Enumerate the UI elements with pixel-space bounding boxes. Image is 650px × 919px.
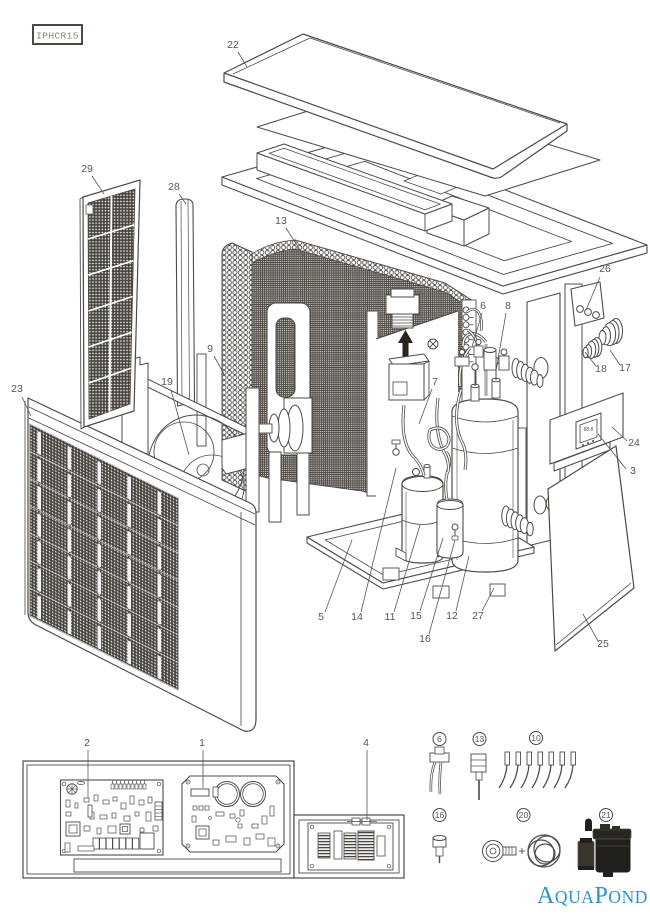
svg-text:13: 13 — [475, 734, 485, 744]
svg-text:24: 24 — [628, 437, 640, 449]
svg-text:6: 6 — [437, 734, 442, 744]
svg-text:15: 15 — [410, 610, 422, 622]
svg-text:22: 22 — [227, 39, 239, 51]
svg-text:4: 4 — [363, 737, 369, 749]
svg-text:11: 11 — [385, 611, 396, 623]
svg-text:21: 21 — [601, 810, 611, 820]
svg-text:5: 5 — [318, 611, 324, 623]
svg-text:16: 16 — [419, 633, 431, 645]
svg-text:AQUAPOND: AQUAPOND — [537, 883, 648, 909]
svg-text:1: 1 — [199, 737, 205, 749]
svg-text:10: 10 — [531, 733, 541, 743]
svg-text:2: 2 — [84, 737, 90, 749]
svg-text:12: 12 — [446, 610, 458, 622]
svg-text:27: 27 — [472, 610, 484, 622]
svg-text:IPHCR15: IPHCR15 — [36, 31, 79, 42]
svg-text:29: 29 — [81, 163, 93, 175]
svg-text:+: + — [518, 844, 525, 858]
svg-text:9: 9 — [207, 343, 213, 355]
svg-text:3: 3 — [630, 465, 636, 477]
svg-text:20: 20 — [519, 810, 529, 820]
svg-text:7: 7 — [432, 376, 438, 388]
svg-text:13: 13 — [275, 215, 287, 227]
svg-text:23: 23 — [11, 383, 23, 395]
svg-text:18: 18 — [595, 363, 607, 375]
svg-text:88.8: 88.8 — [584, 427, 594, 433]
svg-text:14: 14 — [351, 611, 363, 623]
svg-text:19: 19 — [161, 376, 173, 388]
svg-text:25: 25 — [597, 638, 609, 650]
svg-text:26: 26 — [599, 263, 611, 275]
svg-text:8: 8 — [505, 300, 511, 312]
svg-text:28: 28 — [168, 181, 180, 193]
svg-text:17: 17 — [619, 362, 631, 374]
svg-text:6: 6 — [480, 300, 486, 312]
svg-text:16: 16 — [435, 810, 445, 820]
